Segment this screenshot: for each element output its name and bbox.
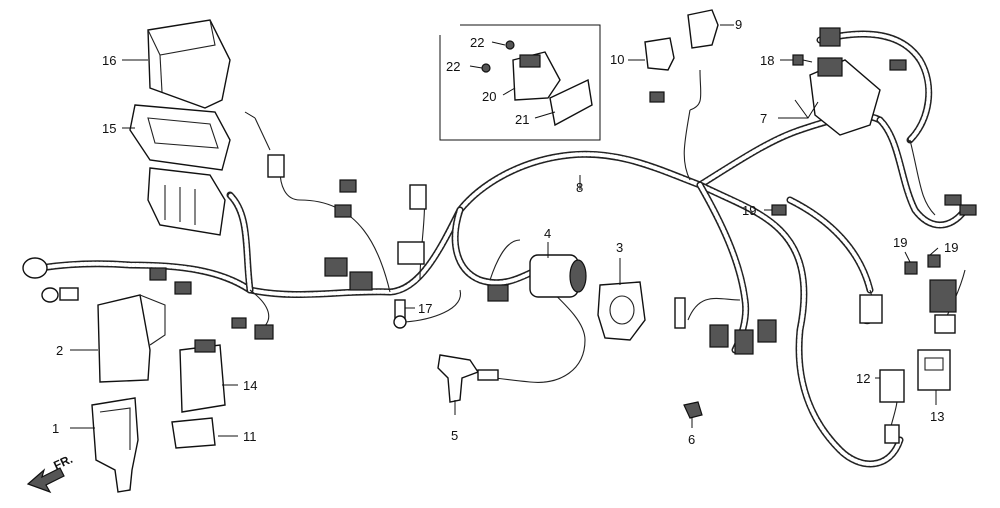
right-terminals	[674, 59, 977, 444]
front-direction-label: FR.	[51, 452, 74, 473]
relay	[179, 339, 226, 413]
callout-labels: 1 2 3 4 5 6 7 8 9 10 11 12 13 14 15 16 1…	[52, 17, 958, 447]
callout-20: 20	[482, 89, 496, 104]
fuses	[771, 204, 941, 275]
upper-connector	[244, 111, 285, 178]
mounting-bracket	[91, 397, 139, 493]
regulator-rectifier	[809, 27, 881, 136]
terminal-covers	[644, 9, 719, 103]
control-unit	[97, 294, 166, 383]
main-wire-harness	[36, 30, 969, 468]
relay-cover	[171, 417, 216, 449]
callout-9: 9	[735, 17, 742, 32]
starter-relay	[917, 349, 951, 391]
callout-18: 18	[760, 53, 774, 68]
callout-5: 5	[451, 428, 458, 443]
callout-12: 12	[856, 371, 870, 386]
callout-21: 21	[515, 112, 529, 127]
callout-3: 3	[616, 240, 623, 255]
ground-bolt	[393, 299, 407, 329]
wire-clamp	[683, 401, 703, 419]
callout-8: 8	[576, 180, 583, 195]
callout-15: 15	[102, 121, 116, 136]
fuse-box-cover	[147, 19, 231, 109]
ignition-coil	[487, 254, 587, 302]
callout-7: 7	[760, 111, 767, 126]
front-direction-indicator: FR.	[26, 452, 75, 494]
callout-22b: 22	[446, 59, 460, 74]
inset-box	[439, 24, 601, 141]
turn-signal-relay	[879, 369, 905, 403]
callout-2: 2	[56, 343, 63, 358]
center-connectors	[324, 179, 427, 291]
callout-17: 17	[418, 301, 432, 316]
callout-22a: 22	[470, 35, 484, 50]
fuse-block	[147, 167, 226, 236]
callout-13: 13	[930, 409, 944, 424]
rubber-mount	[597, 281, 646, 341]
callout-6: 6	[688, 432, 695, 447]
callout-1: 1	[52, 421, 59, 436]
callout-19c: 19	[944, 240, 958, 255]
right-connectors	[709, 279, 957, 355]
callout-19a: 19	[742, 203, 756, 218]
callout-16: 16	[102, 53, 116, 68]
leader-lines	[70, 24, 939, 437]
left-connectors	[22, 257, 274, 340]
callout-10: 10	[610, 52, 624, 67]
fuse-box	[129, 104, 231, 171]
callout-11: 11	[243, 429, 257, 444]
regulator-bolt	[792, 54, 813, 66]
callout-19b: 19	[893, 235, 907, 250]
callout-14: 14	[243, 378, 257, 393]
callout-4: 4	[544, 226, 551, 241]
spark-plug-cap	[437, 354, 499, 403]
